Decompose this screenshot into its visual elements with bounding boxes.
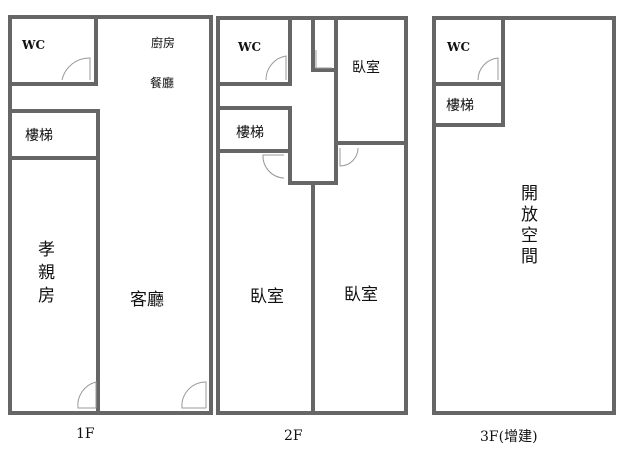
floor-3f-walls [432, 16, 616, 415]
room-label-kitchen: 廚房 [151, 36, 176, 50]
room-label-bedroom-left: 臥室 [250, 287, 284, 307]
room-label-wc-2f: WC [238, 40, 262, 54]
room-label-living-room: 客廳 [130, 290, 164, 310]
room-label-open-space: 開放空間 [517, 184, 537, 268]
floor-caption-1f: 1F [76, 426, 95, 442]
room-label-dining: 餐廳 [150, 76, 175, 90]
room-label-wc-1f: WC [22, 38, 46, 52]
floor-3f-doors [477, 57, 499, 81]
room-label-stairs-2f: 樓梯 [236, 125, 264, 141]
floor-1f-walls [8, 15, 213, 415]
floor-1f-doors [61, 57, 207, 409]
floor-2f-doors [262, 50, 359, 179]
floor-caption-3f: 3F(增建) [480, 429, 538, 445]
room-label-stairs-1f: 樓梯 [25, 128, 53, 144]
room-label-bedroom-top: 臥室 [352, 60, 380, 76]
room-label-wc-3f: WC [447, 40, 471, 54]
floor-caption-2f: 2F [284, 428, 303, 444]
floor-2f-walls [216, 16, 408, 415]
room-label-bedroom-right: 臥室 [344, 285, 378, 305]
room-label-parents-room: 孝親房 [34, 240, 54, 309]
room-label-stairs-3f: 樓梯 [446, 98, 474, 114]
